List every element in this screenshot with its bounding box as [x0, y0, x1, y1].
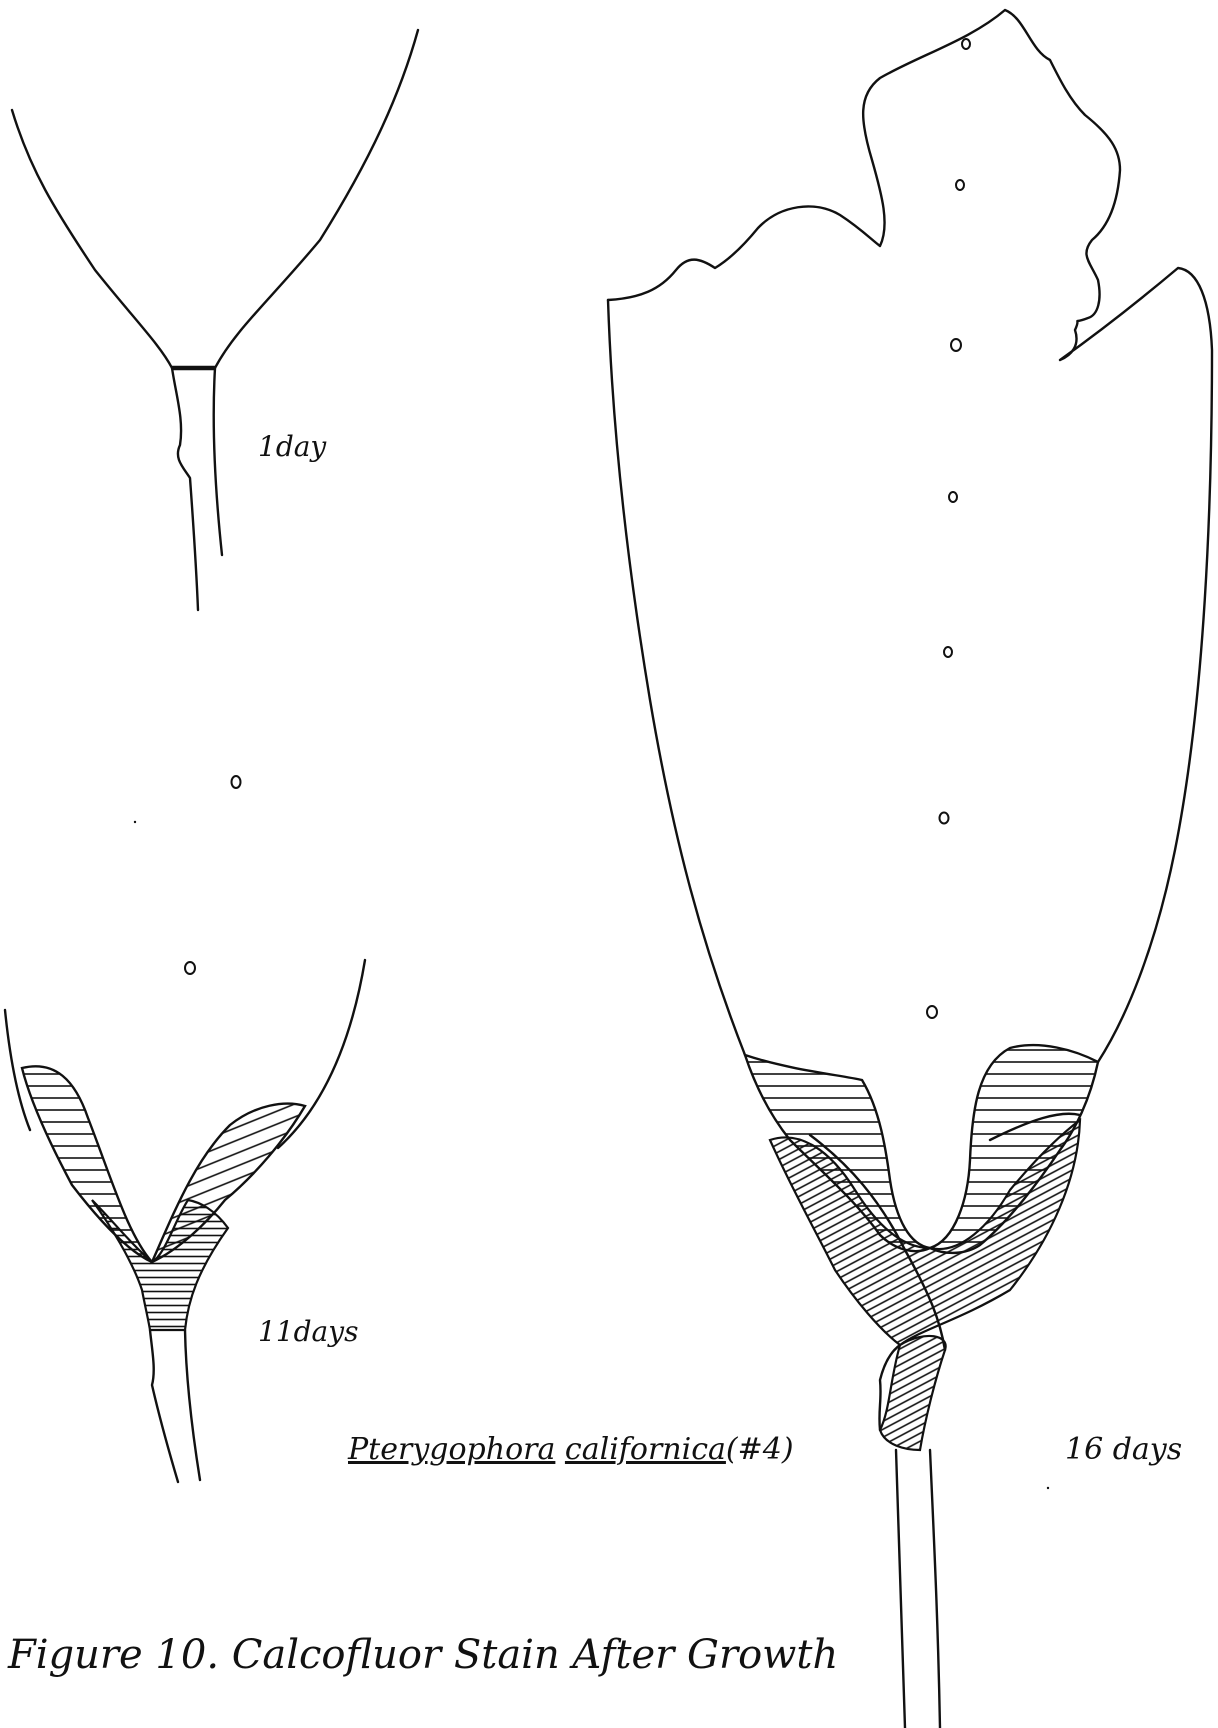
blade-left-edge	[608, 300, 745, 1055]
growth-marker	[951, 339, 961, 351]
speck	[1047, 1487, 1049, 1489]
hatched-lobe-left	[22, 1066, 152, 1262]
stipe-right-edge	[930, 1450, 940, 1728]
species-name: californica	[565, 1432, 726, 1467]
growth-marker	[927, 1006, 937, 1018]
label-11days: 11days	[258, 1315, 358, 1348]
species-label: Pterygophora californica(#4)	[348, 1432, 794, 1467]
label-16days: 16 days	[1065, 1432, 1182, 1467]
growth-marker	[185, 962, 195, 974]
blade-right-edge	[215, 30, 418, 368]
specimen-number: (#4)	[726, 1432, 794, 1467]
stained-base	[770, 1120, 1080, 1450]
growth-marker	[944, 647, 952, 657]
speck	[134, 821, 136, 823]
blade-left-edge	[12, 110, 172, 368]
stage-11days-sketch	[5, 776, 365, 1482]
stipe-right-edge	[185, 1330, 200, 1480]
blade-outline	[608, 10, 1212, 1062]
figure-caption: Figure 10. Calcofluor Stain After Growth	[8, 1632, 838, 1678]
label-1day: 1day	[258, 430, 326, 463]
growth-marker	[949, 492, 957, 502]
genus-name: Pterygophora	[348, 1432, 555, 1467]
growth-marker	[940, 813, 949, 824]
growth-marker	[962, 39, 970, 49]
stipe-left-edge	[172, 368, 198, 610]
growth-marker	[956, 180, 964, 190]
stipe-left-edge	[896, 1450, 905, 1728]
stage-16days-sketch	[608, 10, 1212, 1728]
stage-1day-sketch	[12, 30, 418, 610]
stipe-right-edge	[214, 368, 222, 555]
stipe-left-edge	[150, 1330, 178, 1482]
growth-marker	[232, 776, 241, 788]
